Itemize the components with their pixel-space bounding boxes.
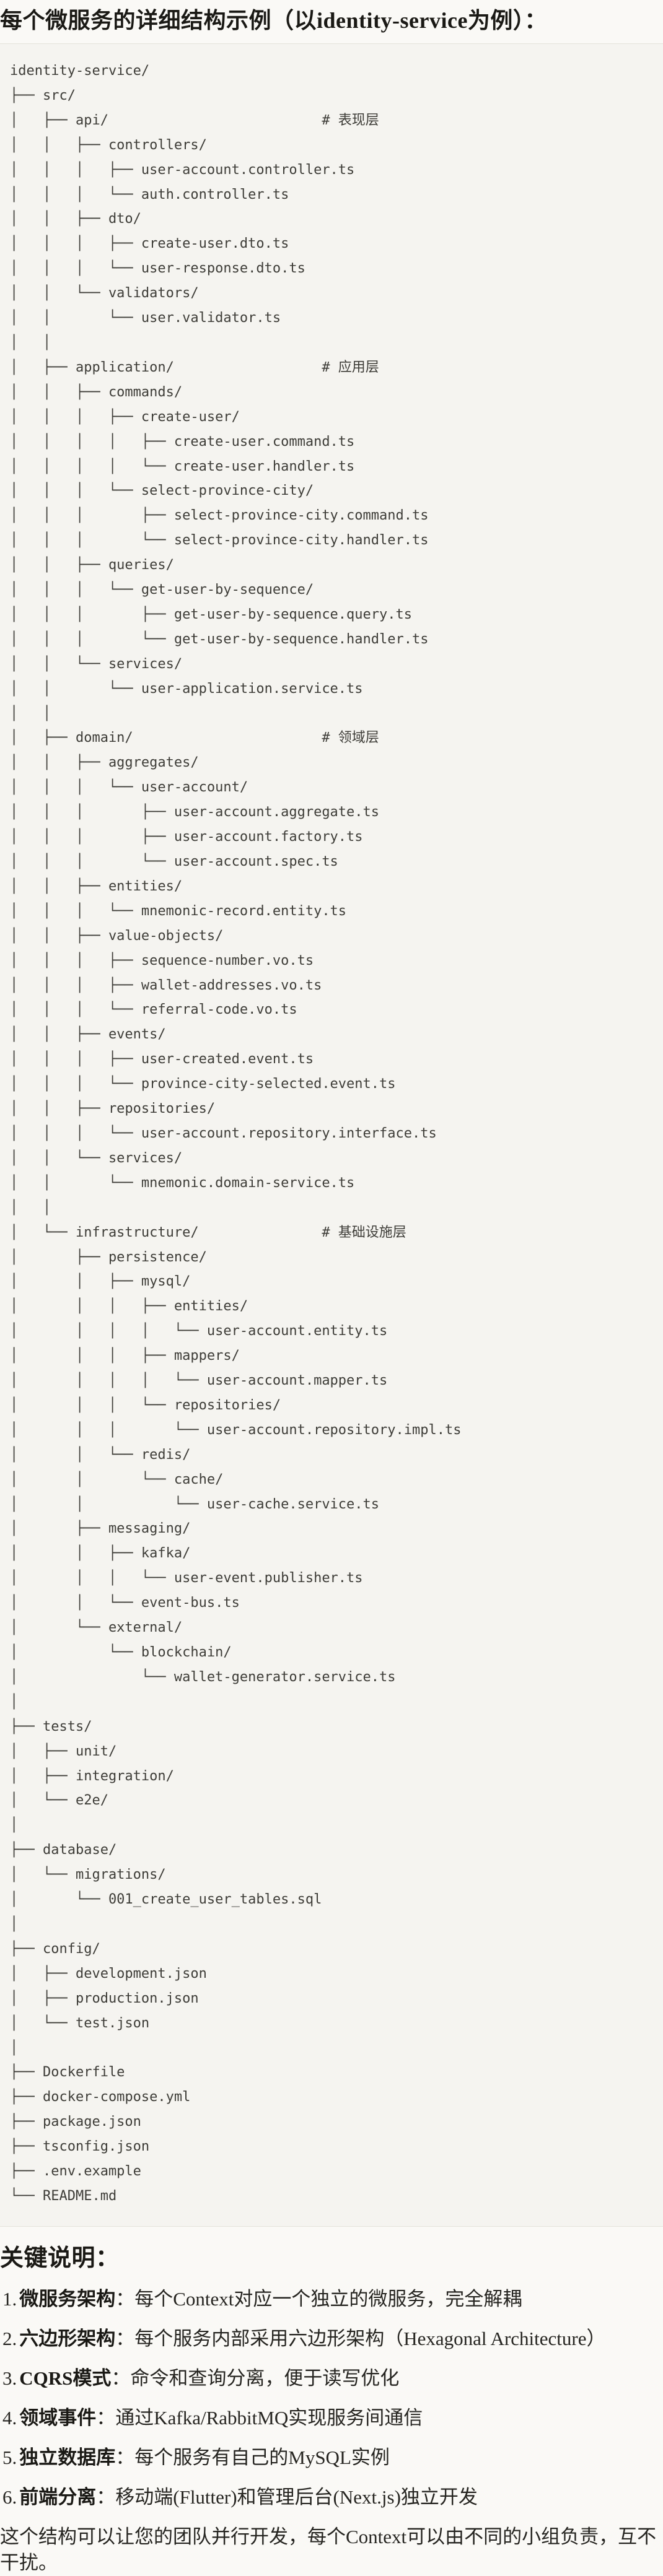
notes-heading: 关键说明： (0, 2245, 120, 2271)
note-item: 6.前端分离：移动端(Flutter)和管理后台(Next.js)独立开发 (2, 2484, 663, 2510)
note-label: CQRS模式 (19, 2367, 112, 2389)
note-text: 每个服务内部采用六边形架构（Hexagonal Architecture） (134, 2327, 606, 2349)
file-tree: identity-service/ ├── src/ │ ├── api/ # … (10, 63, 462, 2204)
note-separator: ： (111, 2367, 131, 2389)
note-item: 5.独立数据库：每个服务有自己的MySQL实例 (2, 2445, 663, 2471)
note-separator: ： (96, 2486, 116, 2508)
notes-list: 1.微服务架构：每个Context对应一个独立的微服务，完全解耦 2.六边形架构… (0, 2286, 663, 2510)
note-separator: ： (115, 2446, 135, 2468)
note-number: 5. (2, 2446, 17, 2468)
page-title: 每个微服务的详细结构示例（以identity-service为例）： (0, 8, 547, 33)
note-number: 1. (2, 2287, 17, 2310)
note-label: 六边形架构 (19, 2327, 116, 2349)
note-text: 命令和查询分离，便于读写优化 (130, 2367, 400, 2389)
note-separator: ： (115, 2287, 135, 2310)
note-label: 独立数据库 (19, 2446, 116, 2468)
note-label: 领域事件 (19, 2406, 97, 2429)
note-label: 微服务架构 (19, 2287, 116, 2310)
note-text: 每个Context对应一个独立的微服务，完全解耦 (134, 2287, 522, 2310)
note-number: 4. (2, 2406, 17, 2429)
note-text: 移动端(Flutter)和管理后台(Next.js)独立开发 (115, 2486, 478, 2508)
note-number: 2. (2, 2327, 17, 2349)
note-text: 通过Kafka/RabbitMQ实现服务间通信 (115, 2406, 423, 2429)
note-number: 6. (2, 2486, 17, 2508)
note-item: 1.微服务架构：每个Context对应一个独立的微服务，完全解耦 (2, 2286, 663, 2312)
note-item: 4.领域事件：通过Kafka/RabbitMQ实现服务间通信 (2, 2405, 663, 2431)
note-text: 每个服务有自己的MySQL实例 (134, 2446, 390, 2468)
file-tree-code-block: identity-service/ ├── src/ │ ├── api/ # … (0, 43, 663, 2227)
note-label: 前端分离 (19, 2486, 97, 2508)
note-separator: ： (96, 2406, 116, 2429)
note-separator: ： (115, 2327, 135, 2349)
notes-footer: 这个结构可以让您的团队并行开发，每个Context可以由不同的小组负责，互不干扰… (0, 2525, 657, 2574)
note-item: 3.CQRS模式：命令和查询分离，便于读写优化 (2, 2365, 663, 2391)
note-item: 2.六边形架构：每个服务内部采用六边形架构（Hexagonal Architec… (2, 2326, 663, 2352)
note-number: 3. (2, 2367, 17, 2389)
